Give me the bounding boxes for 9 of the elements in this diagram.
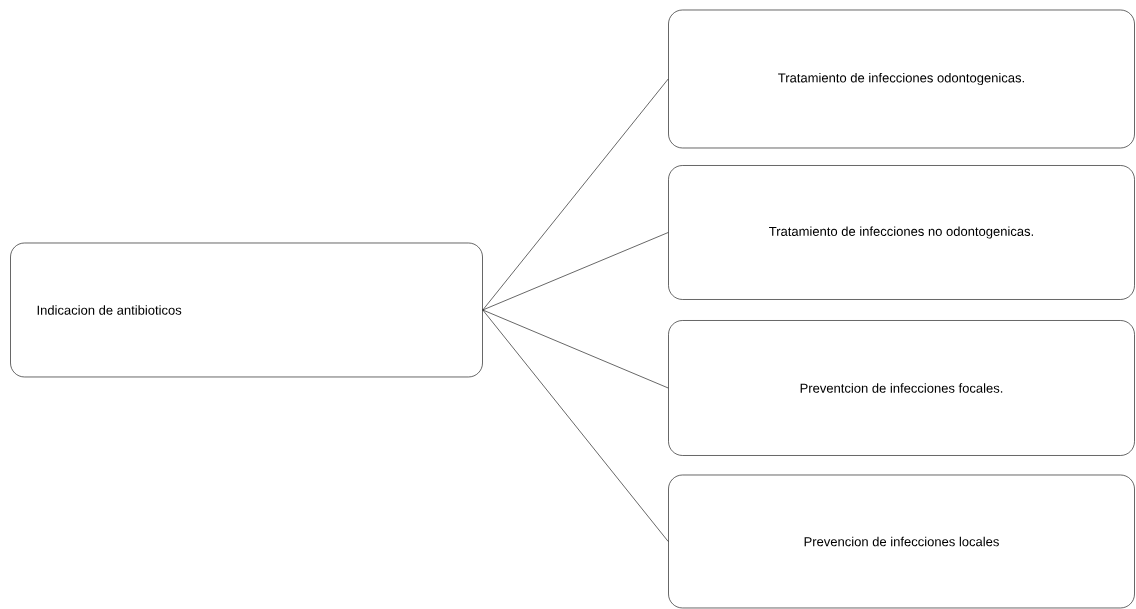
process-box: Indicacion de antibioticos (10, 242, 483, 378)
connector-line (482, 232, 669, 311)
connector-line (482, 78, 669, 311)
process-box: Tratamiento de infecciones no odontogenicas. (668, 165, 1135, 300)
process-box: Prevencion de infecciones locales (668, 474, 1135, 609)
process-box: Preventcion de infecciones focales. (668, 320, 1135, 456)
connector-line (482, 309, 669, 542)
process-box: Tratamiento de infecciones odontogenicas. (668, 9, 1135, 149)
connector-line (482, 309, 669, 389)
